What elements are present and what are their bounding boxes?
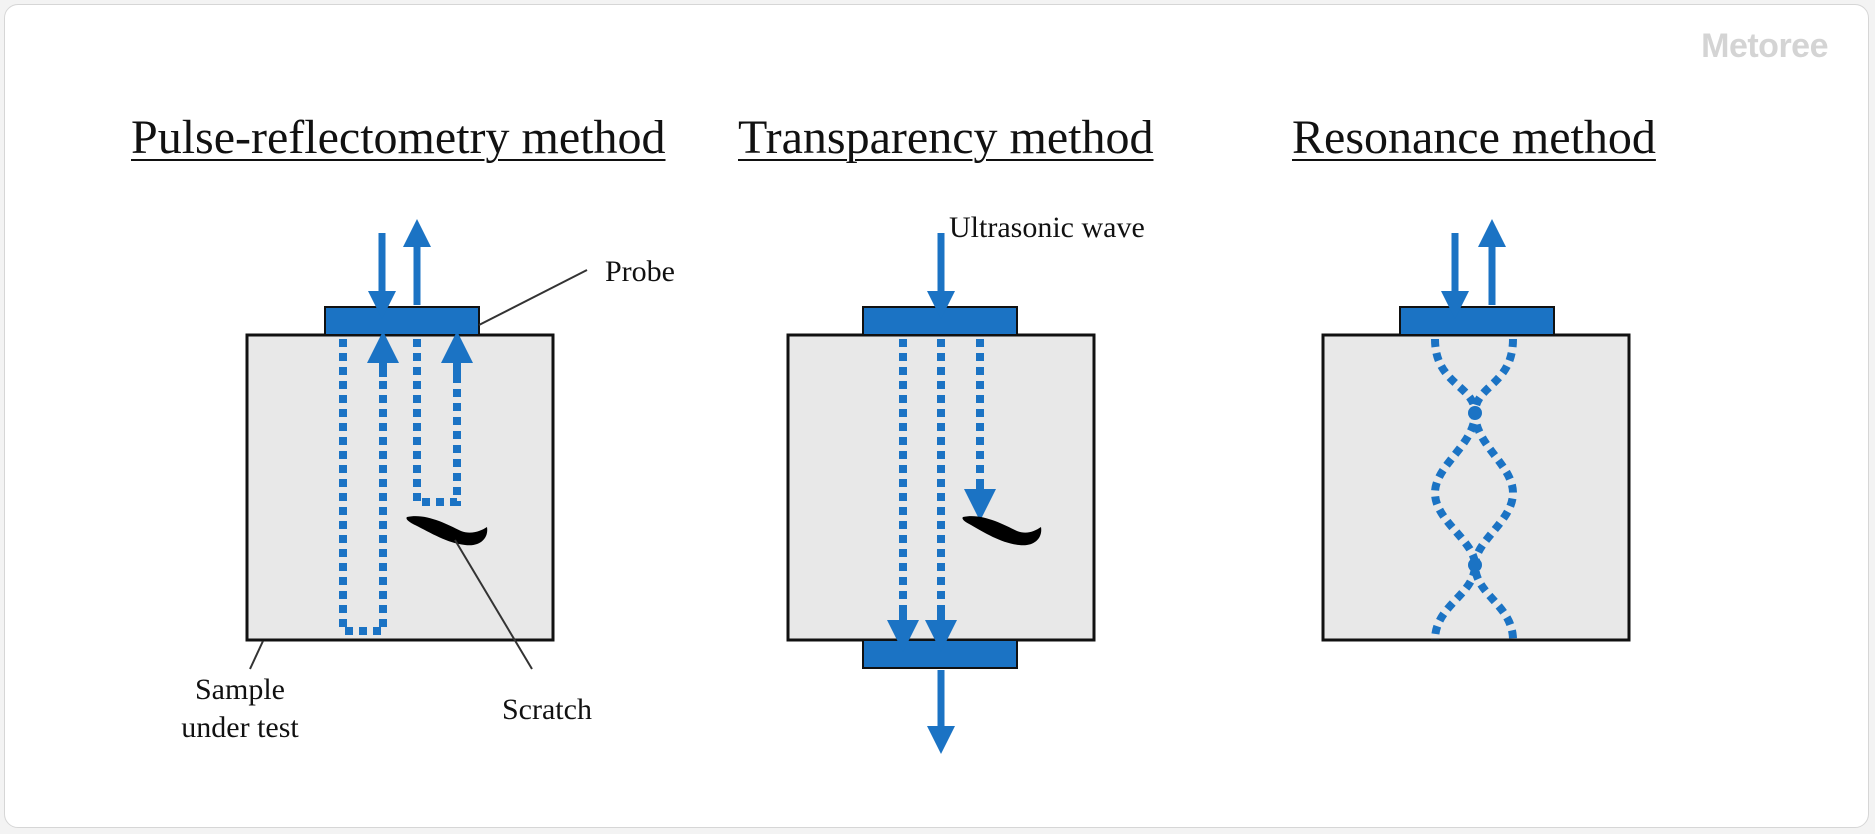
scratch-flaw-pulse — [406, 516, 488, 546]
scratch-echo-path — [413, 339, 461, 506]
wave-node-lower — [1468, 558, 1482, 572]
scratch-flaw-transparency — [962, 516, 1042, 546]
figure-frame: Metoree Pulse-reflectometry method Trans… — [4, 4, 1869, 828]
probe-resonance — [1399, 306, 1555, 336]
wave-node-upper — [1468, 406, 1482, 420]
sample-block-pulse — [245, 333, 555, 642]
watermark-logo: Metoree — [1701, 27, 1828, 65]
label-sample-line2: under test — [181, 711, 299, 744]
standing-wave-left — [1430, 338, 1480, 641]
title-transparency: Transparency method — [738, 111, 1154, 164]
label-probe: Probe — [605, 255, 675, 288]
label-sample-under-test: Sample under test — [165, 671, 315, 747]
probe-bottom-transparency — [862, 639, 1018, 669]
resonance-diagram — [1321, 219, 1631, 642]
title-resonance: Resonance method — [1292, 111, 1656, 164]
sample-leader-line — [249, 640, 264, 670]
probe-pulse — [324, 306, 480, 336]
label-sample-line1: Sample — [195, 673, 285, 706]
transparency-diagram — [786, 233, 1096, 754]
probe-top-transparency — [862, 306, 1018, 336]
sample-block-resonance — [1321, 333, 1631, 642]
label-ultrasonic-wave: Ultrasonic wave — [949, 211, 1145, 244]
scratch-leader-line — [454, 539, 533, 670]
probe-leader-line — [478, 269, 588, 326]
standing-wave-right — [1470, 338, 1518, 641]
title-pulse-reflectometry: Pulse-reflectometry method — [131, 111, 666, 164]
pulse-reflectometry-diagram — [245, 219, 588, 670]
bottom-echo-path — [339, 339, 387, 635]
label-scratch: Scratch — [502, 693, 592, 726]
methods-diagram — [245, 219, 1631, 754]
